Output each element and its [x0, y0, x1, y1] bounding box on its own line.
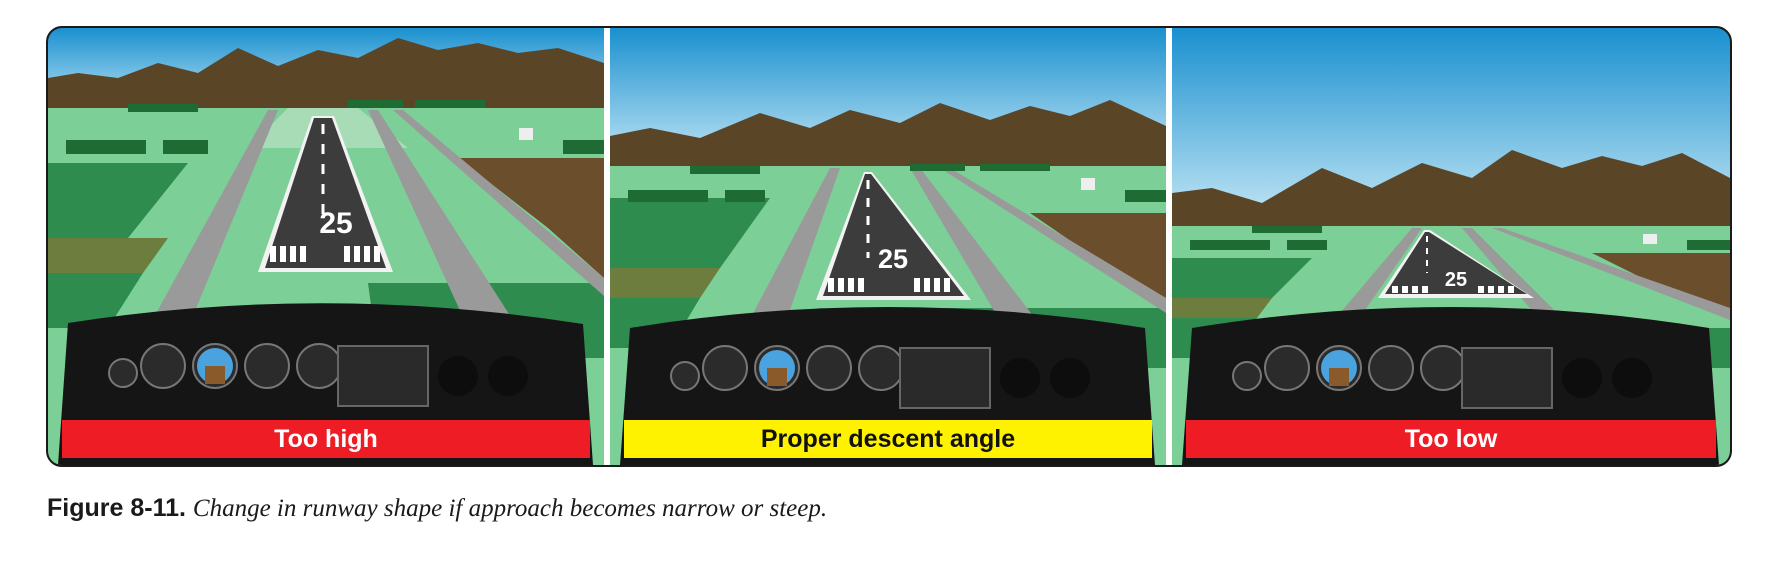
- mountains: [610, 100, 1166, 168]
- caption-text: Change in runway shape if approach becom…: [192, 495, 828, 522]
- panel-proper-descent: 25 Proper descent angle: [610, 28, 1166, 465]
- panel-divider: [604, 28, 610, 465]
- runway: [823, 174, 964, 296]
- figure-number: Figure 8-11.: [47, 494, 186, 522]
- label-proper-descent: Proper descent angle: [624, 420, 1152, 458]
- panel-too-low: 25 Too low: [1172, 28, 1730, 465]
- panel-too-high: 25 Too high: [48, 28, 604, 465]
- runway-number: 25: [1445, 269, 1467, 291]
- runway: [1385, 232, 1527, 294]
- label-too-high: Too high: [62, 420, 590, 458]
- runway-number: 25: [319, 207, 352, 240]
- scene-proper-descent: 25: [610, 28, 1166, 465]
- panel-divider: [1166, 28, 1172, 465]
- mountains: [48, 38, 604, 110]
- label-too-low: Too low: [1186, 420, 1716, 458]
- scene-too-low: 25: [1172, 28, 1730, 465]
- label-text: Too low: [1404, 424, 1498, 453]
- figure-caption: Figure 8-11. Change in runway shape if a…: [47, 494, 827, 523]
- scene-too-high: 25: [48, 28, 604, 465]
- mountains: [1172, 150, 1730, 228]
- runway: [265, 118, 386, 268]
- runway-number: 25: [878, 244, 908, 274]
- figure-frame: 25 Too high: [46, 26, 1732, 467]
- label-text: Too high: [274, 424, 378, 453]
- label-text: Proper descent angle: [760, 424, 1016, 453]
